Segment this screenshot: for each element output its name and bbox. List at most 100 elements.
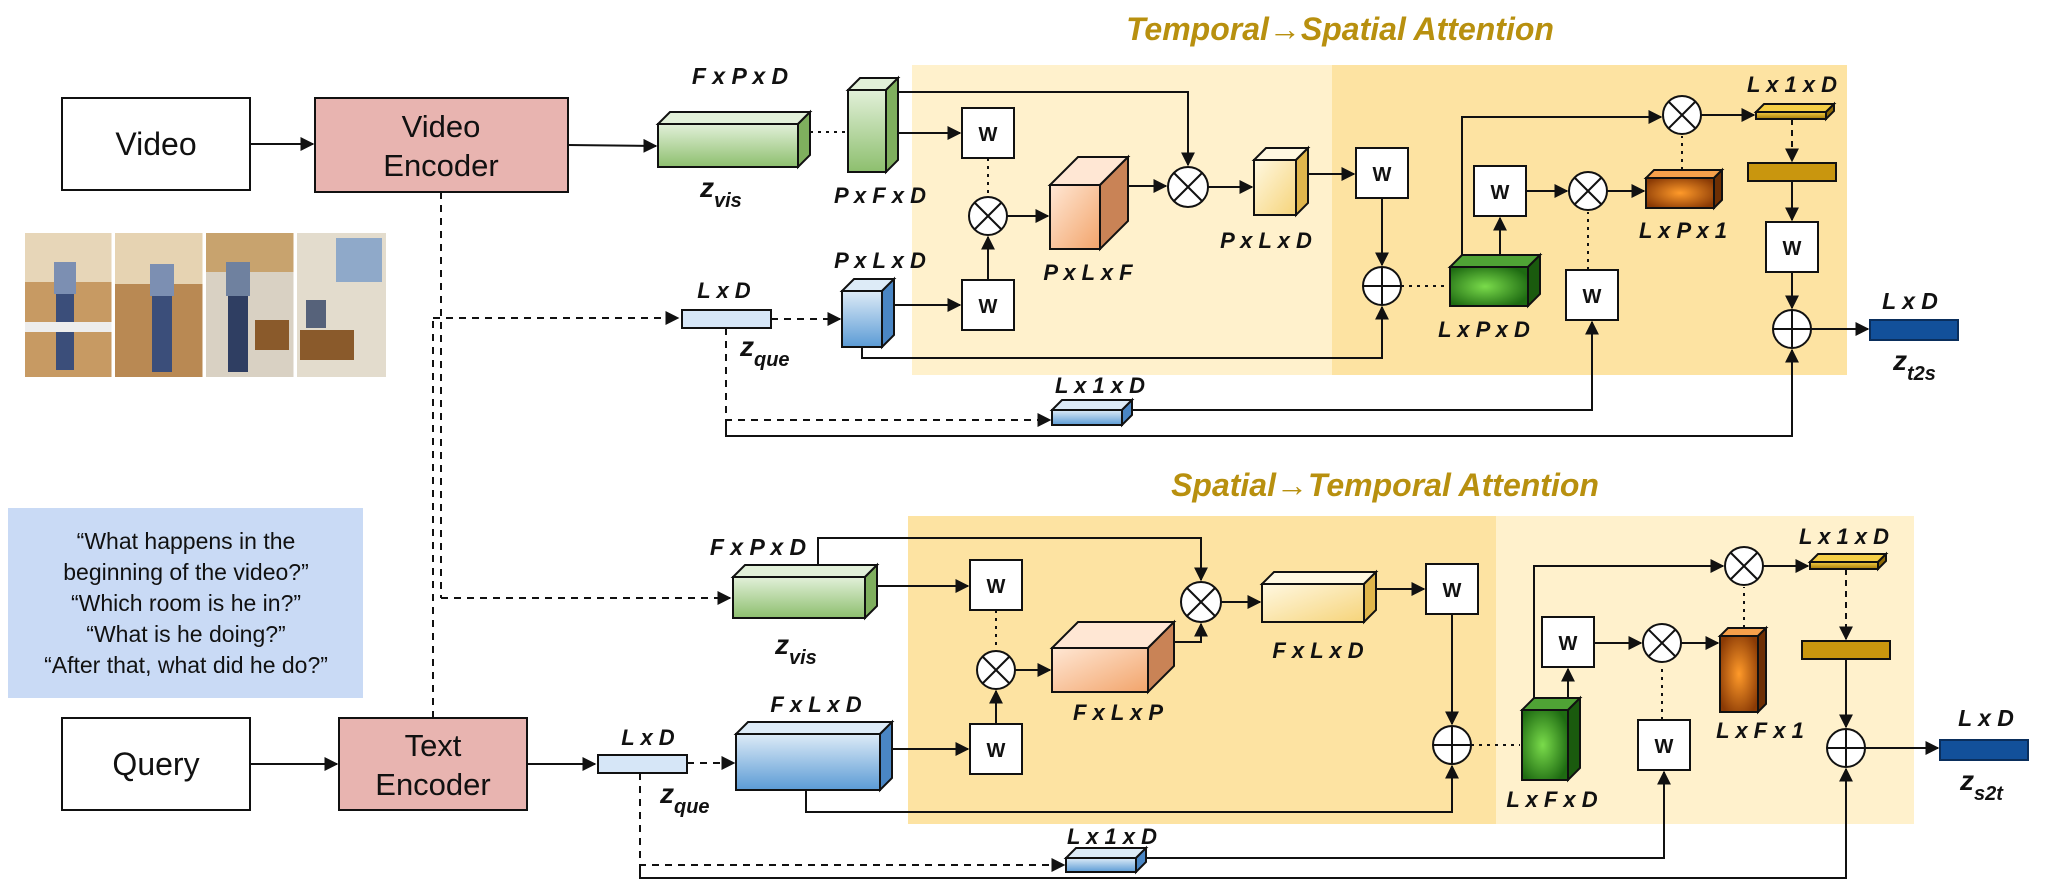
t2s-w-side — [1565, 269, 1619, 321]
s2t-attention-map — [1049, 619, 1177, 695]
s2t-zque-dim: L x D — [621, 725, 675, 750]
s2t-pooled-tensor — [1807, 551, 1889, 572]
t2s-pooled-tensor — [1753, 101, 1837, 122]
s2t-w-fused-label: W — [1559, 633, 1578, 655]
t2s-w-out — [1765, 221, 1819, 273]
t2s-zvis-transposed-tensor — [845, 75, 901, 175]
t2s-output-tensor — [1869, 319, 1959, 341]
t2s-multiply-op-3 — [1568, 171, 1608, 211]
query-input-box — [61, 717, 251, 811]
s2t-zvis-symbol: zvis — [774, 629, 817, 669]
t2s-fused-dim: L x P x D — [1438, 317, 1530, 342]
t2s-output-symbol: zt2s — [1892, 345, 1936, 385]
t2s-w-out-label: W — [1783, 238, 1802, 260]
s2t-zque-expanded-dim: F x L x D — [770, 692, 861, 717]
text-encoder-line1: Text — [405, 728, 462, 763]
t2s-zvis-tensor — [655, 109, 813, 170]
video-encoder-line2: Encoder — [383, 148, 498, 183]
t2s-add-op-2 — [1772, 309, 1812, 349]
s2t-score-dim: L x F x 1 — [1716, 718, 1804, 743]
s2t-w-vis-label: W — [987, 576, 1006, 598]
t2s-attention-dim: P x L x F — [1043, 260, 1133, 285]
query-input-label: Query — [112, 746, 199, 782]
s2t-output-tensor — [1939, 739, 2029, 761]
t2s-gold-bar — [1747, 162, 1837, 182]
t2s-multiply-op-4 — [1662, 95, 1702, 135]
t2s-title: Temporal→Spatial Attention — [1126, 11, 1554, 47]
s2t-side-tensor — [1063, 845, 1149, 875]
s2t-add-op-1 — [1432, 725, 1472, 765]
question-line-4: “What is he doing?” — [86, 621, 285, 647]
s2t-fused-tensor — [1519, 695, 1583, 783]
t2s-zvis-symbol: zvis — [699, 172, 742, 212]
t2s-multiply-op-1 — [968, 196, 1008, 236]
s2t-add-op-2 — [1826, 728, 1866, 768]
input-connections — [250, 137, 732, 771]
s2t-multiply-op-1 — [976, 650, 1016, 690]
video-encoder-line1: Video — [402, 109, 481, 144]
video-encoder-box — [314, 97, 569, 193]
t2s-w-side-label: W — [1583, 286, 1602, 308]
t2s-zque-expanded-tensor — [839, 276, 897, 350]
s2t-w-side — [1637, 719, 1691, 771]
s2t-title: Spatial→Temporal Attention — [1171, 467, 1599, 503]
text-encoder-line2: Encoder — [375, 767, 490, 802]
t2s-zque-tensor — [681, 309, 772, 329]
t2s-multiply-op-2 — [1167, 166, 1209, 208]
s2t-fused-dim: L x F x D — [1506, 787, 1597, 812]
question-line-2: beginning of the video?” — [63, 559, 309, 585]
t2s-w-vis-label: W — [979, 124, 998, 146]
t2s-zque-symbol: zque — [739, 331, 790, 371]
question-line-5: “After that, what did he do?” — [44, 652, 328, 678]
t2s-w-fused — [1473, 165, 1527, 217]
t2s-side-tensor — [1049, 397, 1135, 428]
s2t-attention-dim: F x L x P — [1073, 700, 1163, 725]
video-input-label: Video — [115, 126, 196, 162]
s2t-zvis-dim: F x P x D — [710, 534, 806, 560]
s2t-w-vis — [969, 559, 1023, 611]
t2s-w-weighted-label: W — [1373, 164, 1392, 186]
t2s-score-tensor — [1643, 167, 1725, 211]
t2s-side-dim: L x 1 x D — [1055, 373, 1145, 398]
s2t-w-side-label: W — [1655, 736, 1674, 758]
question-line-3: “Which room is he in?” — [71, 590, 301, 616]
s2t-weighted-features — [1259, 569, 1379, 625]
t2s-zque-dim: L x D — [697, 278, 751, 303]
s2t-zque-symbol: zque — [659, 778, 710, 818]
question-line-1: “What happens in the — [77, 528, 296, 554]
s2t-output-dim: L x D — [1958, 705, 2014, 731]
s2t-zvis-tensor — [730, 562, 880, 621]
t2s-score-dim: L x P x 1 — [1639, 218, 1727, 243]
t2s-zvis-dim: F x P x D — [692, 63, 788, 89]
video-frames-thumbnails — [23, 231, 388, 379]
s2t-weighted-dim: F x L x D — [1272, 638, 1363, 663]
s2t-zque-expanded-tensor — [733, 719, 895, 793]
t2s-weighted-dim: P x L x D — [1220, 228, 1312, 253]
t2s-weighted-features — [1251, 145, 1311, 218]
s2t-multiply-op-4 — [1724, 546, 1764, 586]
t2s-output-dim: L x D — [1882, 288, 1938, 314]
t2s-pooled-dim: L x 1 x D — [1747, 72, 1837, 97]
s2t-gold-bar — [1801, 640, 1891, 660]
s2t-w-weighted — [1425, 563, 1479, 615]
s2t-w-weighted-label: W — [1443, 580, 1462, 602]
t2s-w-vis — [961, 107, 1015, 159]
s2t-pooled-dim: L x 1 x D — [1799, 524, 1889, 549]
t2s-zvis-transposed-dim: P x F x D — [834, 183, 926, 208]
t2s-w-que-label: W — [979, 296, 998, 318]
t2s-connections — [725, 91, 1870, 437]
text-encoder-box — [338, 717, 528, 811]
s2t-multiply-op-2 — [1180, 581, 1222, 623]
s2t-w-que-label: W — [987, 740, 1006, 762]
s2t-zque-tensor — [597, 754, 688, 774]
t2s-w-que — [961, 279, 1015, 331]
s2t-score-tensor — [1717, 625, 1769, 715]
question-examples-box — [8, 508, 363, 698]
t2s-add-op-1 — [1362, 266, 1402, 306]
s2t-side-dim: L x 1 x D — [1067, 824, 1157, 849]
s2t-connections — [639, 537, 1940, 879]
t2s-zque-expanded-dim: P x L x D — [834, 248, 926, 273]
t2s-w-fused-label: W — [1491, 182, 1510, 204]
s2t-multiply-op-3 — [1642, 623, 1682, 663]
